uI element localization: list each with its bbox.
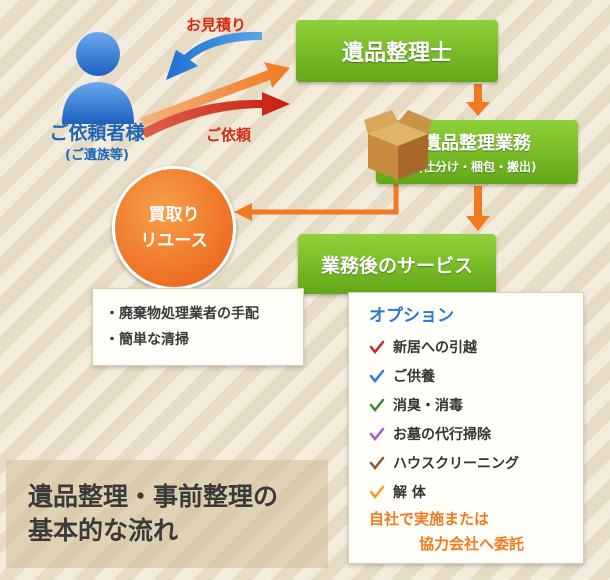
quote-arrow: [166, 31, 262, 80]
check-icon: [369, 427, 385, 441]
option-item: 解 体: [369, 477, 583, 506]
waste-disposal-item: ・廃棄物処理業者の手配: [105, 306, 259, 322]
buyback-circle: 買取り リユース: [112, 166, 236, 290]
outsource-label-2: 協力会社へ委託: [419, 535, 525, 553]
request-arrow: [140, 92, 290, 138]
options-box: オプション 新居への引越ご供養消臭・消毒お墓の代行掃除ハウスクリーニング解 体 …: [348, 292, 584, 564]
quote-label: お見積り: [186, 16, 247, 34]
option-label: ハウスクリーニング: [393, 455, 519, 472]
option-item: ハウスクリーニング: [369, 448, 583, 477]
check-icon: [369, 369, 385, 383]
after-service-box: 業務後のサービス: [298, 234, 496, 294]
cardboard-box-icon: [364, 110, 432, 180]
work-label: 遺品整理業務: [423, 133, 531, 154]
after-service-label: 業務後のサービス: [320, 254, 473, 277]
caption-box: 遺品整理・事前整理の 基本的な流れ: [6, 460, 328, 568]
option-label: お墓の代行掃除: [393, 426, 491, 443]
option-item: お墓の代行掃除: [369, 419, 583, 448]
client-label: ご依頼者様: [49, 122, 145, 144]
request-label: ご依頼: [206, 126, 252, 144]
caption-line-1: 遺品整理・事前整理の: [28, 482, 279, 511]
organizer-box: 遺品整理士: [296, 20, 498, 82]
option-item: ご供養: [369, 361, 583, 390]
client-sub-label: (ご遺族等): [65, 148, 129, 163]
basic-services-box: ・廃棄物処理業者の手配 ・簡単な清掃: [92, 288, 304, 366]
check-icon: [369, 340, 385, 354]
organizer-label: 遺品整理士: [341, 41, 452, 66]
options-list: 新居への引越ご供養消臭・消毒お墓の代行掃除ハウスクリーニング解 体: [369, 332, 583, 506]
organizer-to-work-arrow: [474, 84, 482, 104]
person-icon: [62, 32, 134, 124]
buyback-label-1: 買取り: [148, 205, 200, 225]
work-to-service-arrow: [474, 186, 482, 218]
check-icon: [369, 456, 385, 470]
caption-line-2: 基本的な流れ: [28, 516, 179, 545]
check-icon: [369, 485, 385, 499]
buyback-label-2: リユース: [140, 231, 208, 251]
option-label: 新居への引越: [393, 339, 477, 356]
check-icon: [369, 398, 385, 412]
work-to-buyback-arrow: [250, 184, 399, 215]
option-item: 新居への引越: [369, 332, 583, 361]
option-label: 消臭・消毒: [393, 397, 463, 414]
work-sub-label: (仕分け・梱包・搬出): [417, 160, 537, 174]
option-label: ご供養: [393, 368, 435, 385]
option-item: 消臭・消毒: [369, 390, 583, 419]
option-label: 解 体: [393, 484, 426, 501]
outsource-label-1: 自社で実施または: [369, 510, 490, 528]
client-to-organizer-arrow: [140, 62, 290, 126]
options-title: オプション: [369, 306, 454, 326]
cleaning-item: ・簡単な清掃: [105, 332, 189, 348]
